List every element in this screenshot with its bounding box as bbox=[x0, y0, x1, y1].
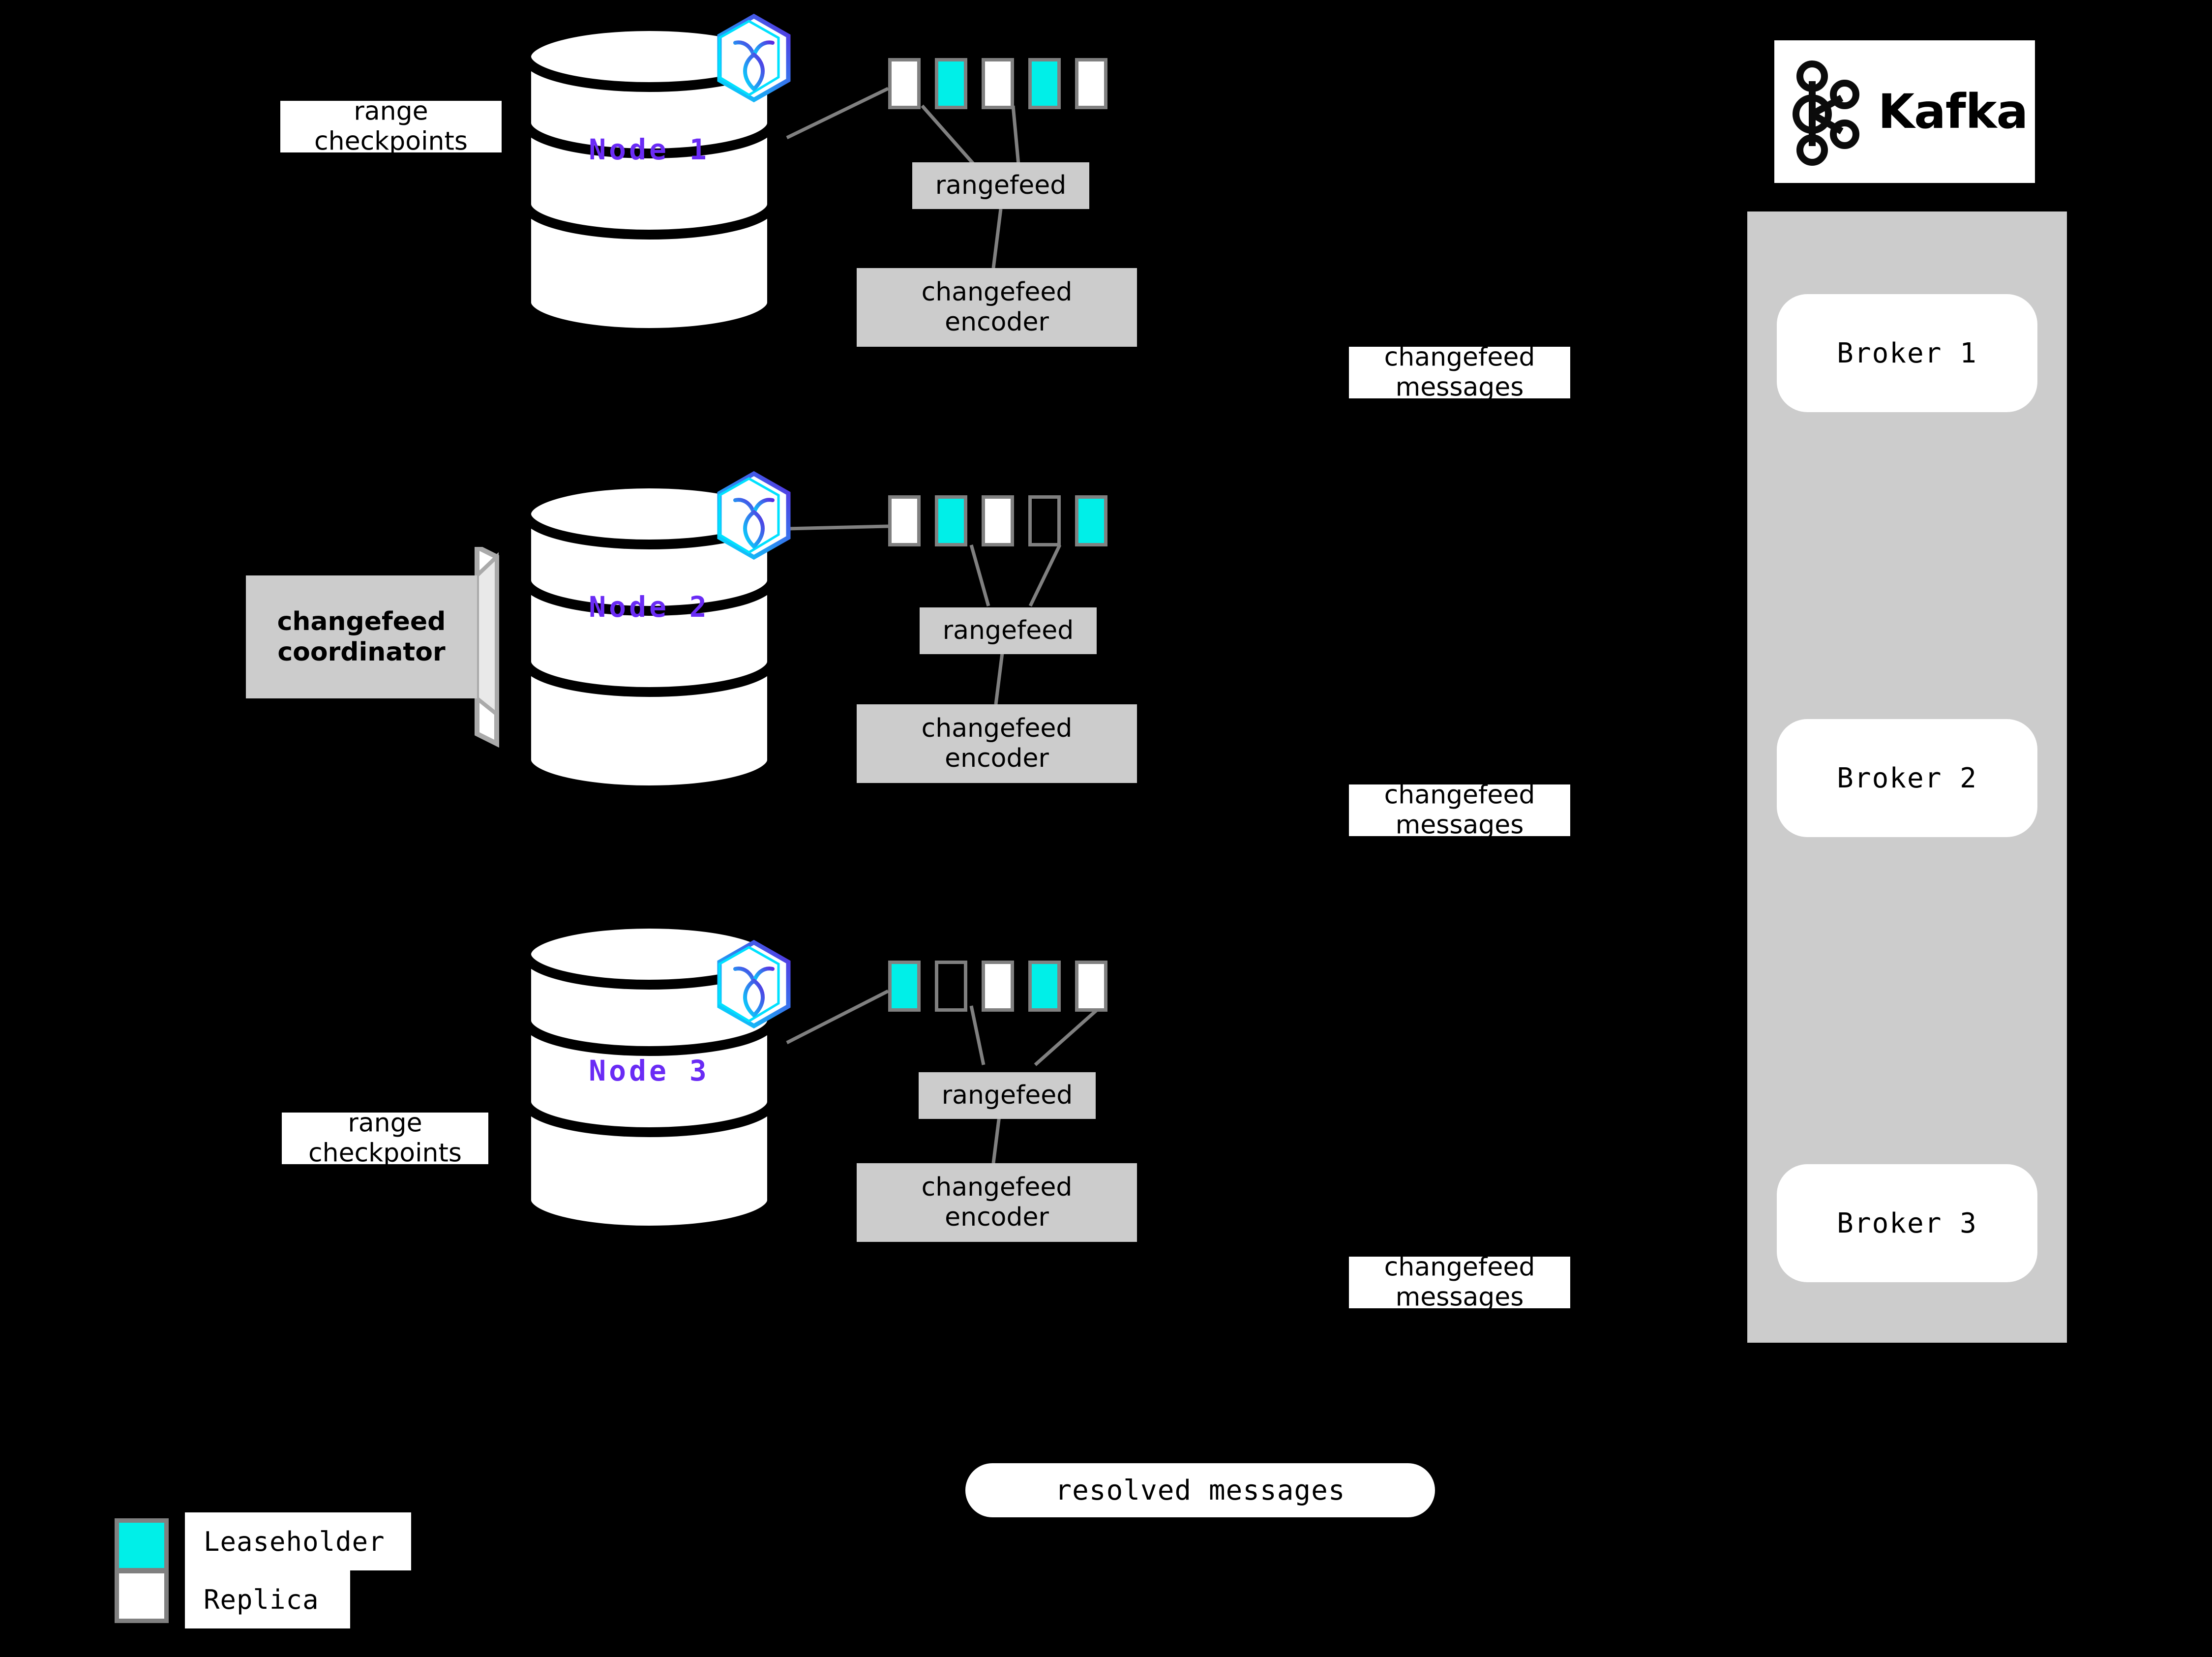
range-box[interactable] bbox=[935, 495, 967, 546]
node-3-range-row bbox=[888, 961, 1122, 1012]
cockroachdb-hex-icon bbox=[710, 12, 798, 108]
node-2-rangefeed-box[interactable]: rangefeed bbox=[920, 607, 1097, 654]
range-box[interactable] bbox=[935, 58, 967, 109]
node-3-rangefeed-box[interactable]: rangefeed bbox=[919, 1072, 1096, 1119]
cockroachdb-hex-icon bbox=[710, 470, 798, 565]
range-box[interactable] bbox=[982, 961, 1014, 1012]
range-box[interactable] bbox=[1075, 495, 1107, 546]
changefeed-messages-label-3: changefeed messages bbox=[1349, 1252, 1570, 1312]
broker-2[interactable]: Broker 2 bbox=[1777, 719, 2037, 837]
resolved-messages-pill[interactable]: resolved messages bbox=[965, 1463, 1435, 1517]
node-1-cylinder bbox=[516, 27, 782, 337]
node-1-range-row bbox=[888, 58, 1122, 109]
changefeed-coordinator-label: changefeed coordinator bbox=[246, 575, 477, 698]
range-box[interactable] bbox=[1075, 58, 1107, 109]
range-box[interactable] bbox=[888, 58, 921, 109]
broker-1[interactable]: Broker 1 bbox=[1777, 294, 2037, 412]
range-box[interactable] bbox=[1075, 961, 1107, 1012]
range-box[interactable] bbox=[1028, 58, 1061, 109]
kafka-wordmark: Kafka bbox=[1878, 84, 2029, 139]
node-3-changefeed-encoder-box[interactable]: changefeed encoder bbox=[857, 1163, 1137, 1242]
node-1-range-checkpoints-label: range checkpoints bbox=[280, 96, 502, 156]
changefeed-coordinator-callout[interactable]: changefeed coordinator bbox=[246, 547, 502, 748]
kafka-node-graph-icon bbox=[1792, 60, 1859, 166]
node-1-rangefeed-box[interactable]: rangefeed bbox=[912, 162, 1089, 209]
node-2-range-row bbox=[888, 495, 1122, 546]
node-3-label: Node 3 bbox=[589, 1054, 710, 1087]
range-box[interactable] bbox=[888, 961, 921, 1012]
node-2-changefeed-encoder-box[interactable]: changefeed encoder bbox=[857, 704, 1137, 783]
node-3-cylinder bbox=[516, 925, 782, 1235]
node-1-label: Node 1 bbox=[589, 133, 710, 166]
legend-label-replica: Replica bbox=[185, 1570, 350, 1628]
range-box[interactable] bbox=[982, 58, 1014, 109]
changefeed-messages-label-1: changefeed messages bbox=[1349, 342, 1570, 402]
node-2-label: Node 2 bbox=[589, 590, 710, 624]
range-box[interactable] bbox=[888, 495, 921, 546]
changefeed-messages-label-2: changefeed messages bbox=[1349, 780, 1570, 840]
cockroachdb-hex-icon bbox=[710, 938, 798, 1034]
range-box[interactable] bbox=[935, 961, 967, 1012]
legend-label-leaseholder: Leaseholder bbox=[185, 1512, 411, 1570]
broker-3[interactable]: Broker 3 bbox=[1777, 1164, 2037, 1282]
range-box[interactable] bbox=[1028, 495, 1061, 546]
kafka-logo: Kafka bbox=[1774, 40, 2035, 183]
range-box[interactable] bbox=[1028, 961, 1061, 1012]
node-1-changefeed-encoder-box[interactable]: changefeed encoder bbox=[857, 268, 1137, 347]
legend-swatch-leaseholder bbox=[115, 1518, 169, 1572]
node-3-range-checkpoints-label: range checkpoints bbox=[282, 1108, 488, 1168]
legend-swatch-replica bbox=[115, 1569, 169, 1623]
range-box[interactable] bbox=[982, 495, 1014, 546]
